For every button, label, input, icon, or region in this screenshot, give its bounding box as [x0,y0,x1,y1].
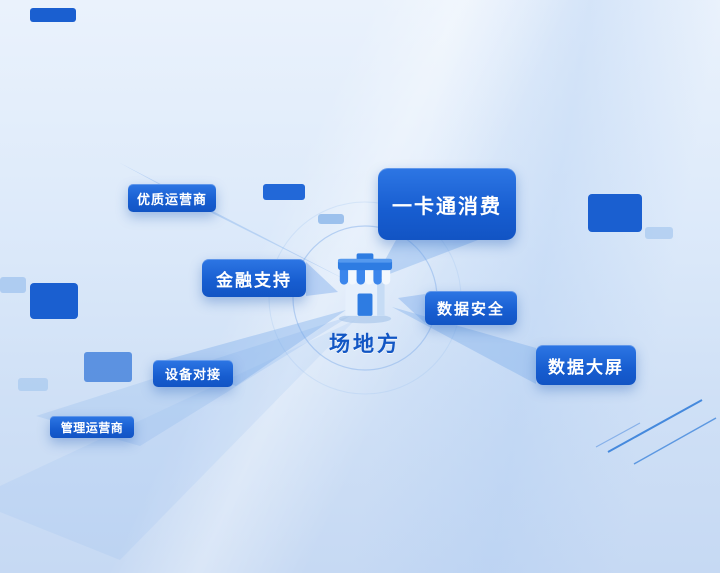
node-data-dashboard: 数据大屏 [536,345,636,385]
node-data-security: 数据安全 [425,291,517,325]
decor-rect [30,8,76,22]
decor-rect [30,283,78,319]
decor-rect [263,184,305,200]
center-group: 场地方 [305,246,425,358]
decor-rect [84,352,132,382]
decor-rect [645,227,673,239]
ray-corner-wash [0,320,355,560]
decor-rect [18,378,48,391]
corner-line [595,422,641,448]
decor-rect [0,277,26,293]
center-title: 场地方 [329,333,401,356]
node-one-card-consumption: 一卡通消费 [378,168,516,240]
node-financial-support: 金融支持 [202,259,306,297]
decor-rect [318,214,344,224]
node-quality-operator: 优质运营商 [128,184,216,212]
store-icon [337,253,393,324]
node-device-docking: 设备对接 [153,360,233,387]
corner-line [607,399,703,453]
corner-line [633,417,717,465]
decor-rect [588,194,642,232]
node-management-operator: 管理运营商 [50,416,134,438]
